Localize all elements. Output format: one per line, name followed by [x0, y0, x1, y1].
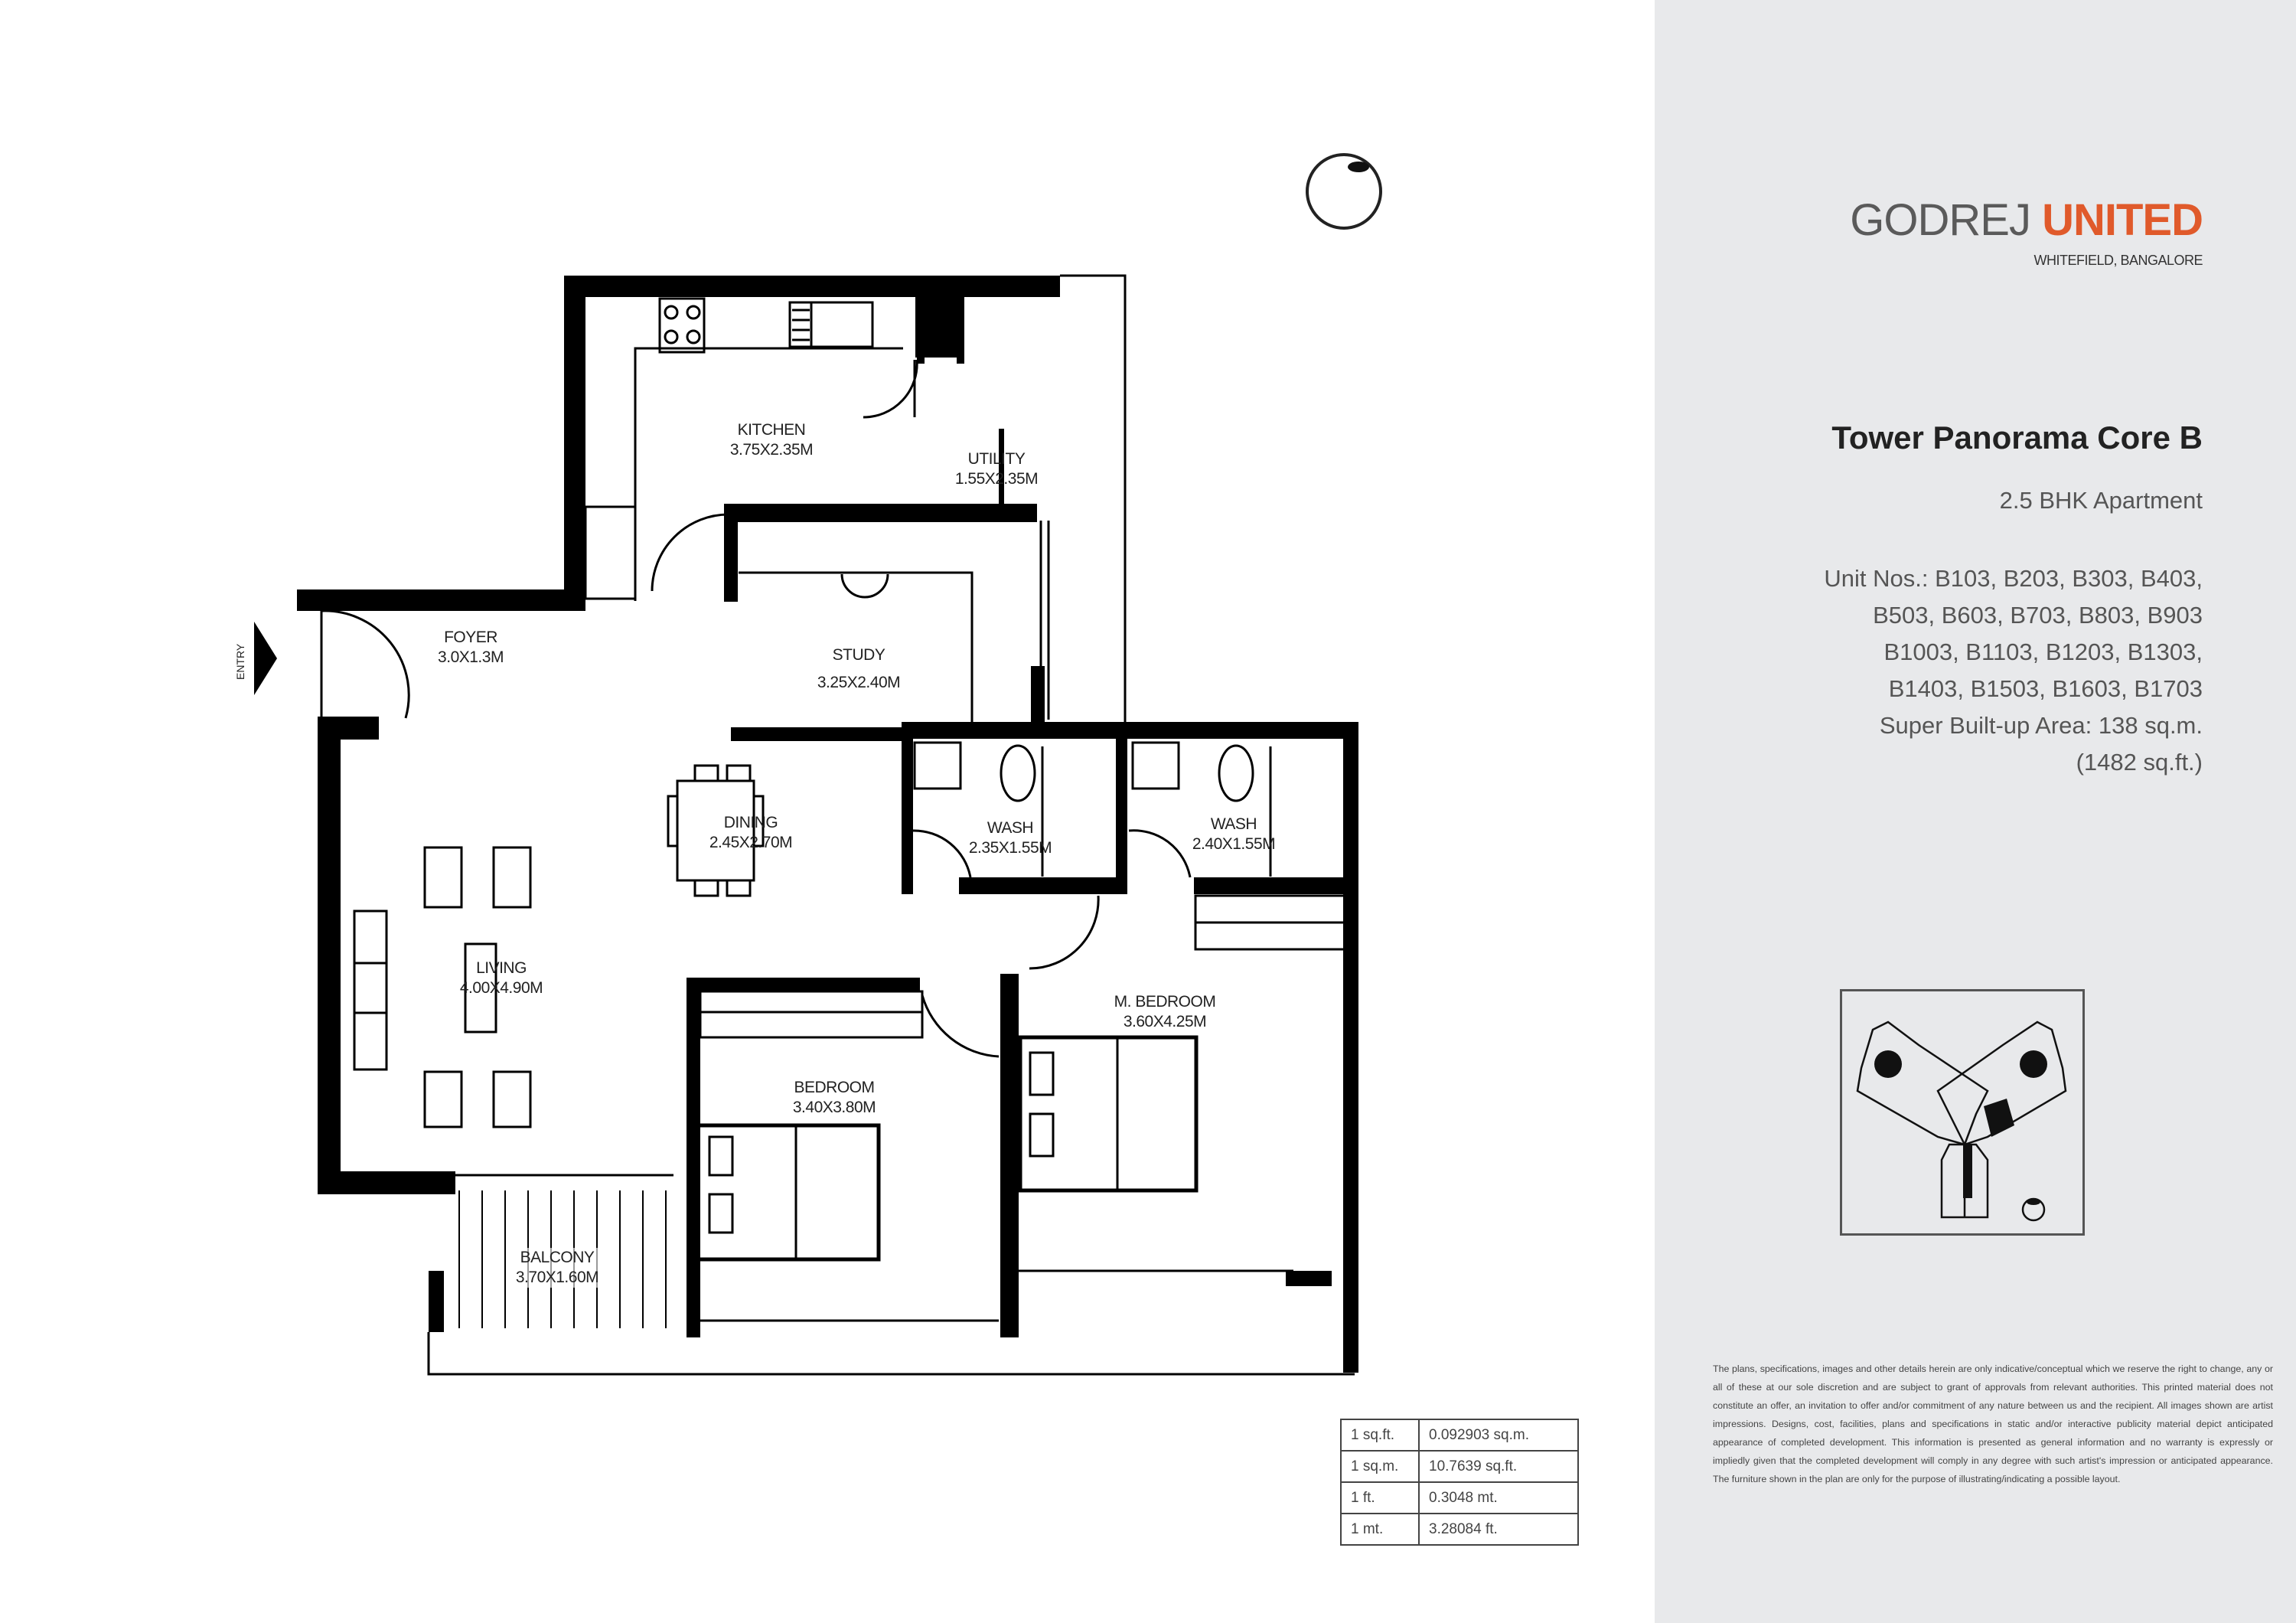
- brand-logo: GODREJ UNITED: [1850, 195, 2203, 245]
- room-living: LIVING 4.00X4.90M: [459, 959, 543, 997]
- table-row: 1 mt.3.28084 ft.: [1340, 1513, 1579, 1546]
- compass-north-icon: [1306, 153, 1382, 230]
- room-balcony: BALCONY 3.70X1.60M: [515, 1248, 599, 1288]
- room-wash-2: WASH 2.40X1.55M: [1192, 815, 1276, 853]
- table-row: 1 sq.m.10.7639 sq.ft.: [1340, 1450, 1579, 1483]
- key-plan: [1840, 989, 2085, 1236]
- room-dining: DINING 2.45X2.70M: [709, 814, 793, 851]
- room-study: STUDY 3.25X2.40M: [817, 646, 901, 691]
- unit-details: Unit Nos.: B103, B203, B303, B403, B503,…: [1824, 565, 2203, 776]
- room-master-bedroom: M. BEDROOM 3.60X4.25M: [1114, 993, 1216, 1030]
- key-plan-compass-icon: [2021, 1197, 2046, 1222]
- room-kitchen: KITCHEN 3.75X2.35M: [729, 421, 814, 459]
- room-bedroom: BEDROOM 3.40X3.80M: [792, 1079, 876, 1116]
- table-row: 1 ft.0.3048 mt.: [1340, 1481, 1579, 1514]
- room-foyer: FOYER 3.0X1.3M: [438, 629, 504, 666]
- brand-location: WHITEFIELD, BANGALORE: [2033, 253, 2203, 268]
- unit-conversion-table: 1 sq.ft.0.092903 sq.m. 1 sq.m.10.7639 sq…: [1340, 1419, 1579, 1546]
- room-wash-1: WASH 2.35X1.55M: [968, 819, 1052, 857]
- floor-plan-area: KITCHEN 3.75X2.35M UTILITY 1.55X2.35M FO…: [234, 153, 1579, 1546]
- tower-title: Tower Panorama Core B: [1831, 420, 2203, 456]
- info-side-panel: GODREJ UNITED WHITEFIELD, BANGALORE Towe…: [1655, 0, 2296, 1623]
- legal-disclaimer: The plans, specifications, images and ot…: [1713, 1363, 2273, 1484]
- table-row: 1 sq.ft.0.092903 sq.m.: [1340, 1419, 1579, 1452]
- apartment-type: 2.5 BHK Apartment: [1999, 487, 2203, 514]
- entry-label: ENTRY: [234, 643, 246, 680]
- room-utility: UTILITY 1.55X2.35M: [954, 450, 1039, 488]
- entry-arrow-icon: [254, 622, 277, 695]
- tower-key-plan-drawing: [1856, 1020, 2067, 1222]
- floor-plan-drawing: [254, 153, 1382, 1376]
